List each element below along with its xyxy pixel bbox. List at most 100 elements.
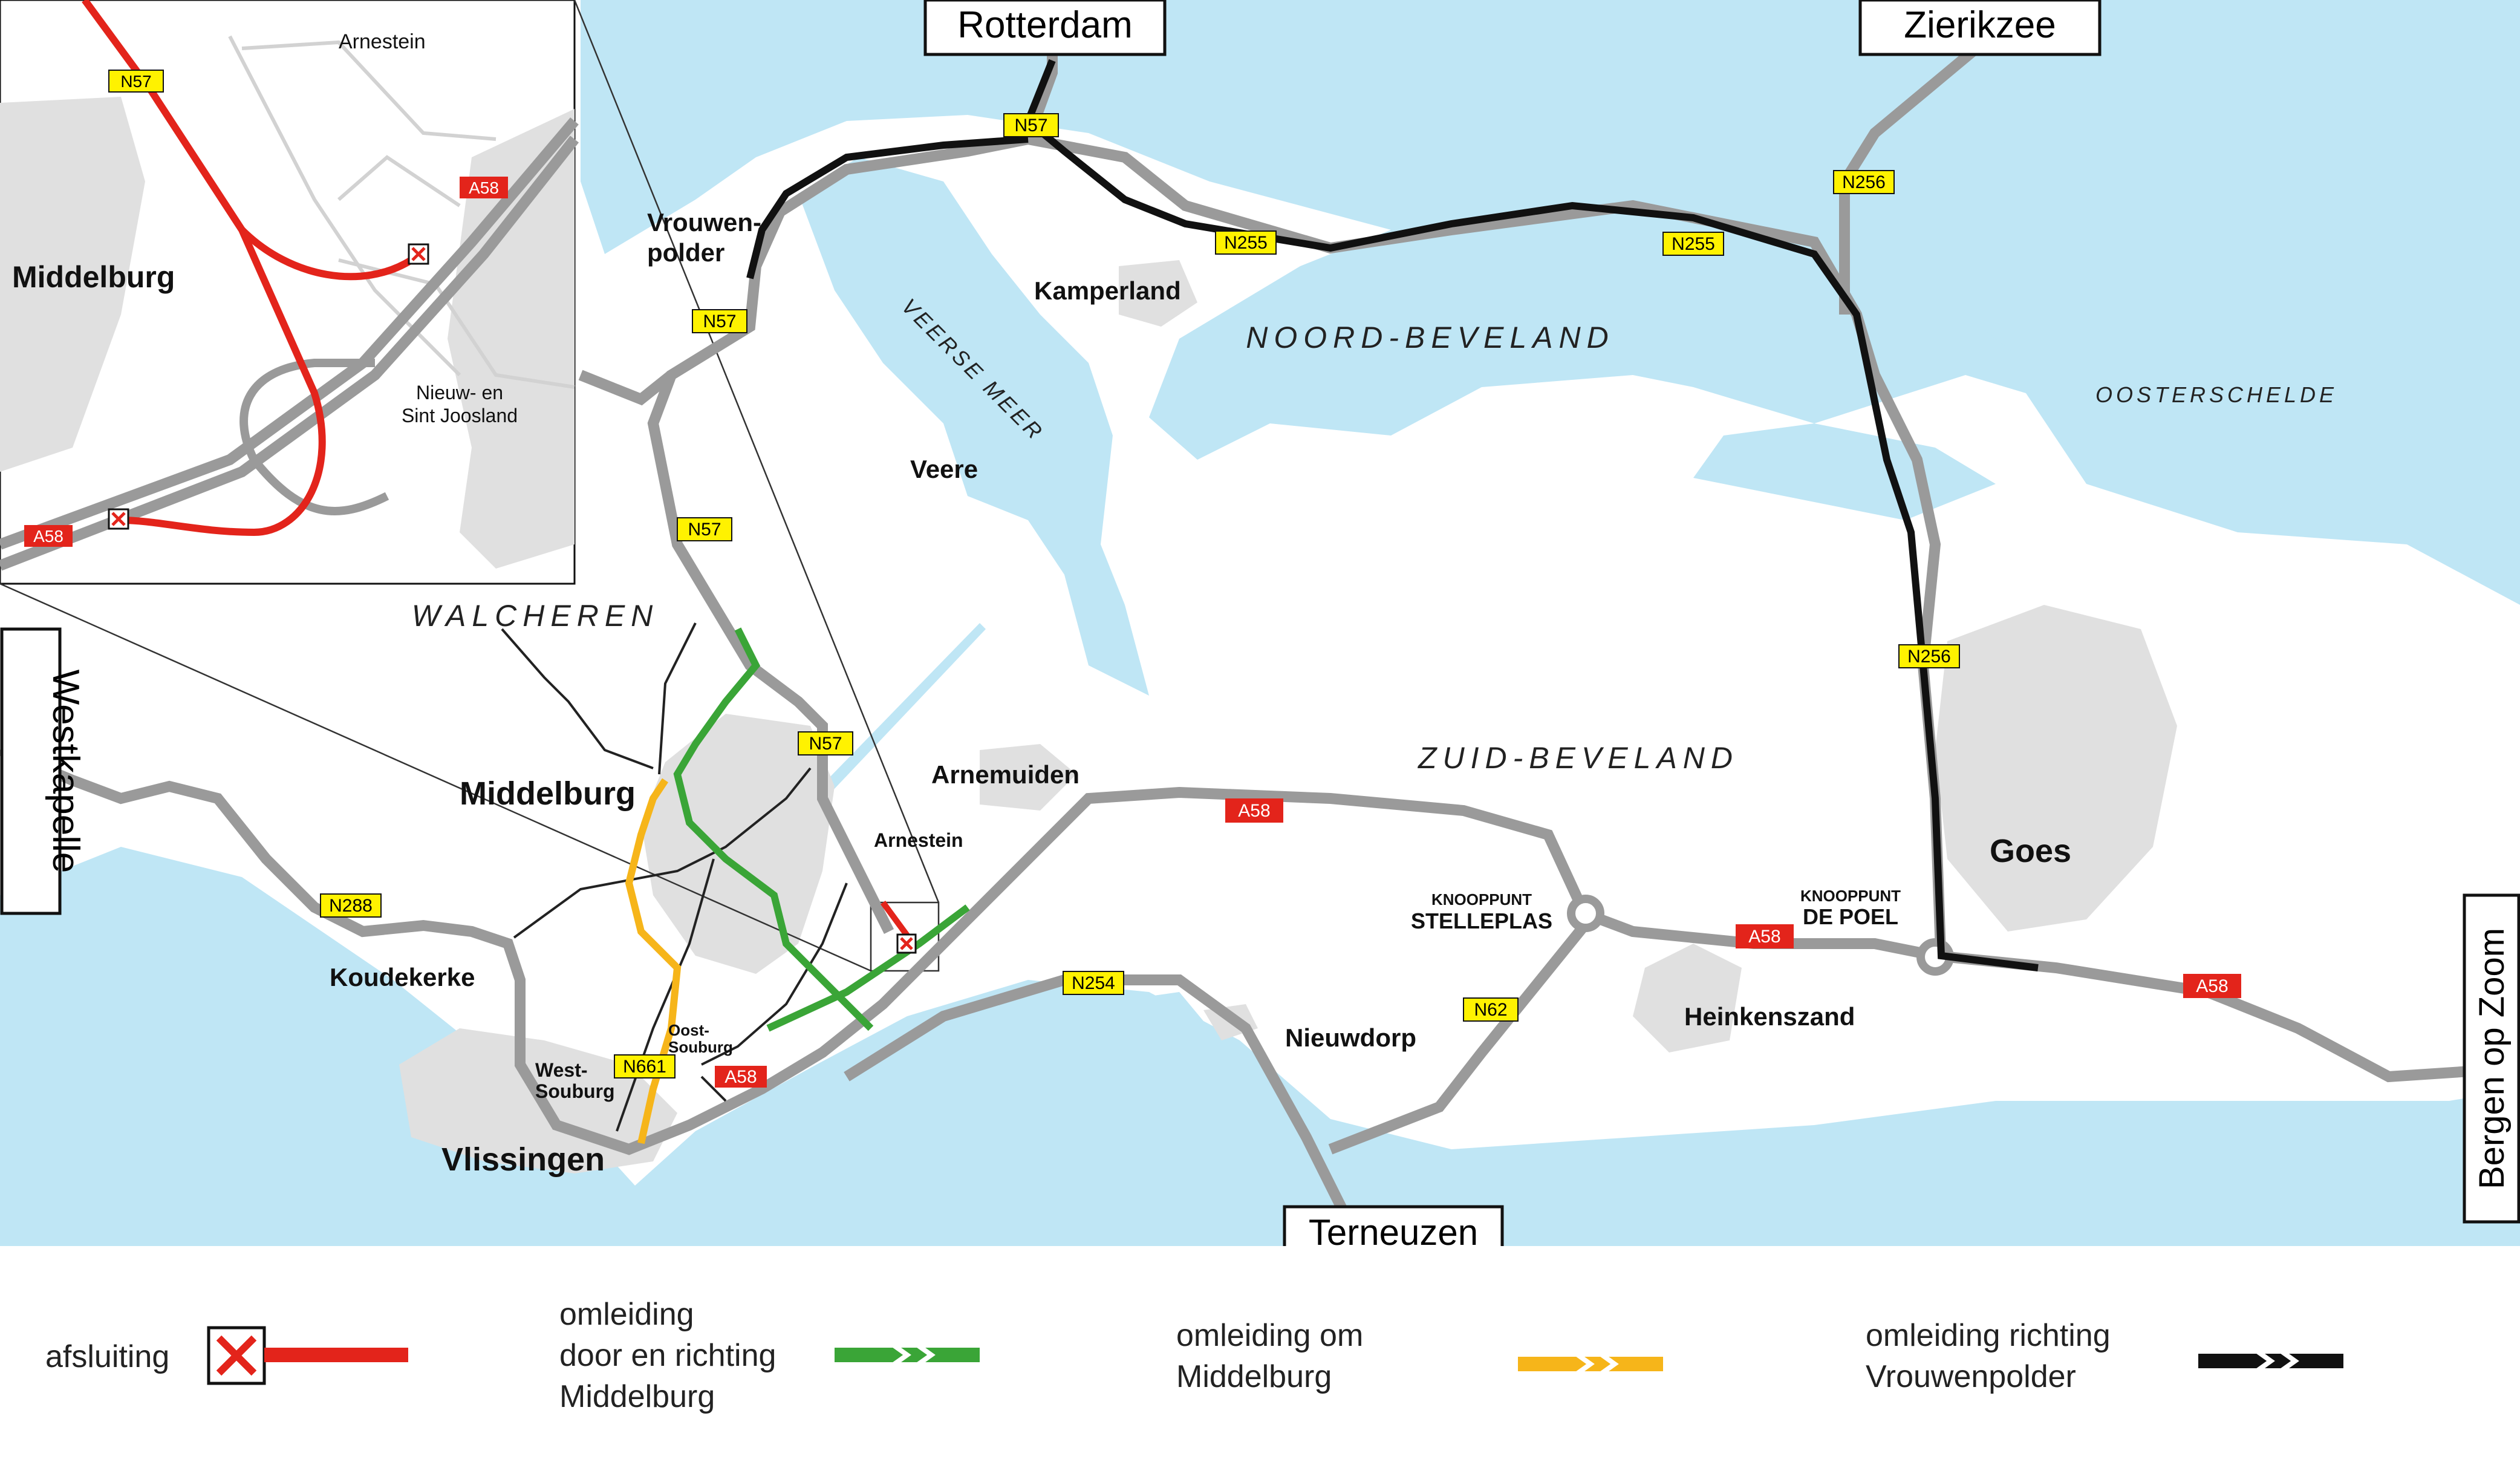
shield-n57-b: N57 [692, 309, 747, 333]
shield-a58-b: A58 [1736, 924, 1794, 948]
boxed-city-labels: Rotterdam Zierikzee Terneuzen Westkapell… [0, 0, 2520, 1259]
shield-n661: N661 [614, 1054, 676, 1079]
shield-n57-c: N57 [677, 517, 732, 541]
place-west-souburg-1: West- [535, 1059, 588, 1081]
legend-orange-1: omleiding om [1176, 1318, 1363, 1353]
region-oosterschelde: OOSTERSCHELDE [2095, 382, 2337, 407]
legend-black-2: Vrouwenpolder [1866, 1359, 2076, 1394]
svg-text:Rotterdam: Rotterdam [957, 4, 1132, 46]
svg-text:N288: N288 [329, 896, 373, 916]
road-shields: N57 N57 N57 N57 N255 N255 N256 N256 N288… [320, 113, 2241, 1088]
svg-text:A58: A58 [724, 1067, 757, 1087]
place-oost-souburg-1: Oost- [668, 1021, 709, 1039]
place-arnestein: Arnestein [874, 829, 963, 851]
closure-icon-main [896, 933, 917, 954]
shield-n255-b: N255 [1662, 232, 1724, 256]
detour-green [673, 627, 970, 1032]
inset-arnestein: Arnestein [339, 30, 426, 53]
local-streets [501, 622, 848, 1132]
inset-closure-icon-1 [408, 243, 429, 265]
place-arnemuiden: Arnemuiden [931, 760, 1079, 789]
inset-shield-n57: N57 [108, 70, 164, 93]
shield-n57-a: N57 [1003, 113, 1059, 137]
shield-n62: N62 [1463, 997, 1519, 1022]
svg-text:A58: A58 [1238, 801, 1270, 821]
region-zuid-beveland: ZUID-BEVELAND [1418, 741, 1739, 775]
place-stelleplas-2: STELLEPLAS [1411, 909, 1552, 933]
place-kamperland: Kamperland [1034, 276, 1181, 305]
place-oost-souburg-2: Souburg [668, 1038, 733, 1056]
legend-green-3: Middelburg [559, 1379, 715, 1414]
inset-middelburg: Middelburg [12, 260, 175, 294]
shield-n255-a: N255 [1215, 230, 1277, 255]
svg-text:A58: A58 [33, 527, 63, 546]
svg-text:N57: N57 [120, 72, 151, 91]
legend-orange-line [1518, 1346, 1663, 1382]
place-heinkenszand: Heinkenszand [1684, 1002, 1855, 1031]
svg-text:A58: A58 [1748, 927, 1780, 947]
place-vrouwenpolder-1: Vrouwen- [647, 208, 761, 237]
region-noord-beveland: NOORD-BEVELAND [1246, 321, 1615, 354]
legend-black-1: omleiding richting [1866, 1318, 2111, 1353]
inset-shield-a58-top: A58 [460, 177, 508, 198]
place-nieuwdorp: Nieuwdorp [1285, 1023, 1416, 1052]
place-stelleplas-1: KNOOPPUNT [1431, 890, 1532, 909]
legend-closure-label: afsluiting [45, 1339, 169, 1374]
legend-green-line [835, 1337, 980, 1372]
inset-shield-a58-left: A58 [24, 525, 73, 547]
roundabout-stelleplas [1567, 895, 1604, 932]
shield-n256-b: N256 [1898, 644, 1960, 668]
shield-n57-d: N57 [798, 731, 853, 755]
inset-nieuw-2: Sint Joosland [402, 405, 518, 426]
svg-text:N661: N661 [623, 1057, 666, 1077]
legend-orange-2: Middelburg [1176, 1359, 1332, 1394]
svg-text:N256: N256 [1842, 172, 1886, 192]
inset-closure-icon-2 [108, 508, 129, 530]
city-rotterdam: Rotterdam [923, 0, 1167, 56]
svg-text:N57: N57 [1014, 116, 1047, 135]
legend-black-line [2198, 1343, 2343, 1379]
inset-lens-lines [0, 0, 940, 972]
svg-text:N57: N57 [688, 520, 721, 540]
detour-black [746, 59, 2039, 971]
legend-green-2: door en richting [559, 1338, 776, 1373]
place-labels: Vrouwen- polder Kamperland Veere Middelb… [330, 208, 2071, 1178]
inset-nieuw-1: Nieuw- en [416, 382, 503, 403]
svg-text:N255: N255 [1224, 233, 1268, 253]
place-depoel-2: DE POEL [1803, 904, 1898, 929]
svg-text:Westkapelle: Westkapelle [45, 670, 86, 873]
inset-map: N57 A58 A58 Arnestein Middelburg Nieuw- … [0, 0, 579, 585]
svg-text:N62: N62 [1474, 1000, 1507, 1020]
svg-text:N254: N254 [1072, 973, 1115, 993]
place-veere: Veere [910, 455, 978, 483]
shield-n288: N288 [320, 893, 382, 918]
svg-text:A58: A58 [469, 178, 499, 197]
svg-text:A58: A58 [2196, 976, 2228, 996]
legend-closure-icon [207, 1326, 408, 1385]
svg-text:Zierikzee: Zierikzee [1904, 4, 2056, 46]
place-middelburg: Middelburg [460, 775, 636, 812]
shield-n254: N254 [1063, 971, 1124, 995]
region-walcheren: WALCHEREN [412, 599, 659, 633]
svg-text:N57: N57 [809, 734, 842, 754]
svg-text:Bergen op Zoom: Bergen op Zoom [2472, 928, 2512, 1189]
place-west-souburg-2: Souburg [535, 1080, 615, 1102]
place-depoel-1: KNOOPPUNT [1800, 887, 1901, 905]
svg-text:N255: N255 [1672, 234, 1715, 254]
legend-green-1: omleiding [559, 1297, 694, 1332]
place-vlissingen: Vlissingen [441, 1141, 605, 1178]
svg-text:Terneuzen: Terneuzen [1309, 1212, 1478, 1253]
city-bergen-op-zoom: Bergen op Zoom [2463, 893, 2520, 1224]
place-vrouwenpolder-2: polder [647, 238, 724, 267]
place-goes: Goes [1990, 833, 2071, 869]
shield-n256-a: N256 [1833, 170, 1895, 194]
city-zierikzee: Zierikzee [1858, 0, 2102, 56]
shield-a58-a: A58 [1225, 798, 1283, 823]
city-westkapelle: Westkapelle [0, 627, 86, 915]
shield-a58-c: A58 [2183, 974, 2241, 998]
place-koudekerke: Koudekerke [330, 963, 475, 991]
svg-text:N57: N57 [703, 312, 736, 331]
shield-a58-d: A58 [715, 1066, 767, 1088]
